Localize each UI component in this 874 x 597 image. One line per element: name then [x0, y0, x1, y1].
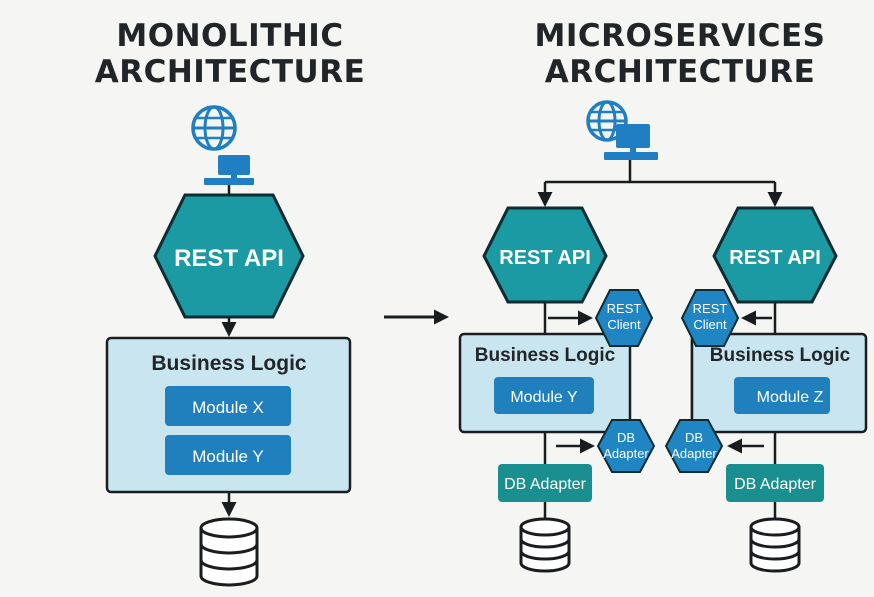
monolithic-title: MONOLITHIC ARCHITECTURE [60, 18, 400, 90]
service-2-db-hex-line2: Adapter [671, 446, 717, 461]
computer-icon [604, 124, 658, 160]
service-2-module-box [734, 377, 830, 414]
service-2-db-adapter-label: DB Adapter [734, 476, 817, 493]
service-1-module-label: Module Y [510, 389, 578, 406]
service-2-rest-client-line1: REST [693, 301, 728, 316]
module-x-box [165, 386, 291, 426]
service-2-business-logic: Business Logic Module Z [690, 332, 868, 434]
service-1-rest-api-label: REST API [499, 247, 591, 269]
service-2: REST API Business Logic Module Z REST Cl… [664, 206, 868, 573]
service-2-db-adapter-hex: DB Adapter [664, 419, 764, 473]
monolithic-title-line1: MONOLITHIC [116, 18, 344, 54]
service-1-business-logic-label: Business Logic [475, 345, 616, 366]
service-1-db-adapter-label: DB Adapter [504, 476, 587, 493]
microservices-title-line2: ARCHITECTURE [544, 54, 816, 90]
service-1-rest-client-line1: REST [607, 301, 642, 316]
module-y-box [165, 435, 291, 475]
module-x-label: Module X [192, 398, 264, 417]
service-1-business-logic: Business Logic Module Y [458, 332, 632, 434]
database-icon [199, 517, 259, 587]
service-1-db-hex-line2: Adapter [603, 446, 649, 461]
monolithic-rest-api: REST API [153, 193, 305, 319]
database-icon [519, 517, 571, 573]
service-2-db-adapter: DB Adapter [726, 464, 824, 502]
service-1-db-adapter-hex: DB Adapter [556, 419, 656, 473]
service-1-rest-api: REST API [482, 206, 608, 304]
service-2-rest-client: REST Client [680, 289, 772, 347]
service-2-db-hex-line1: DB [685, 430, 703, 445]
service-1: REST API Business Logic Module Y REST Cl… [458, 206, 656, 573]
module-y-label: Module Y [192, 447, 264, 466]
service-1-db-adapter: DB Adapter [498, 464, 592, 502]
microservices-diagram: REST API Business Logic Module Y REST Cl… [458, 100, 868, 573]
service-2-rest-api: REST API [712, 206, 838, 304]
service-2-rest-api-label: REST API [729, 247, 821, 269]
monolithic-business-logic-label: Business Logic [151, 352, 307, 375]
microservices-title: MICROSERVICES ARCHITECTURE [520, 18, 840, 90]
service-2-business-logic-label: Business Logic [710, 345, 851, 366]
service-1-rest-client-line2: Client [607, 317, 641, 332]
microservices-title-line1: MICROSERVICES [534, 18, 826, 54]
monolithic-rest-api-label: REST API [174, 245, 284, 272]
service-1-module-box [494, 377, 594, 414]
monolithic-business-logic: Business Logic Module X Module Y [105, 336, 352, 494]
service-1-rest-client: REST Client [548, 289, 654, 347]
service-2-module-label: Module Z [757, 389, 824, 406]
database-icon [749, 517, 801, 573]
monolithic-title-line2: ARCHITECTURE [94, 54, 366, 90]
monolithic-diagram: REST API Business Logic Module X Module … [105, 105, 352, 587]
service-1-db-hex-line1: DB [617, 430, 635, 445]
computer-icon [204, 155, 254, 185]
service-2-rest-client-line2: Client [693, 317, 727, 332]
globe-icon [191, 105, 237, 151]
